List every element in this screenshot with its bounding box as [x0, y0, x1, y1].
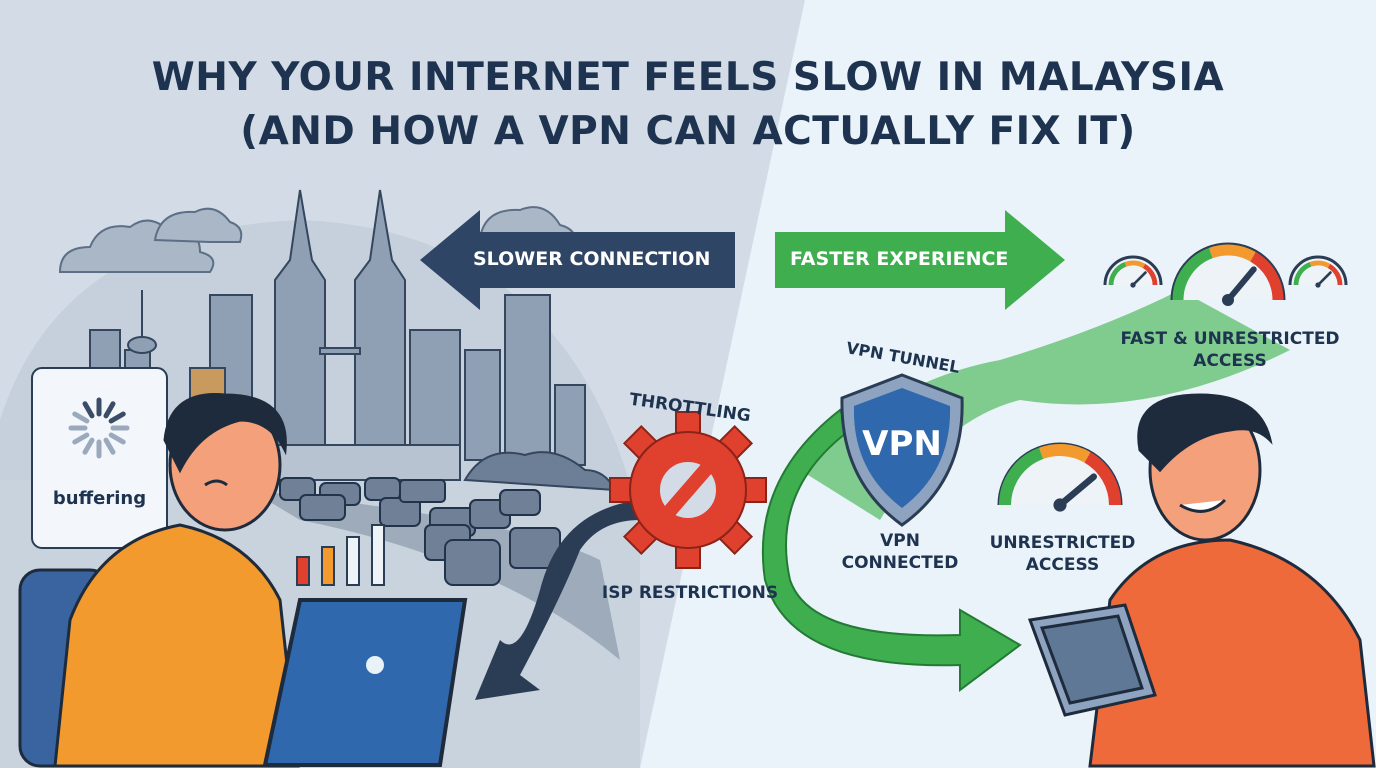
shield-vpn-text: VPN: [862, 424, 942, 464]
slower-connection-label: SLOWER CONNECTION: [473, 248, 711, 270]
slow-path-arrow: [475, 500, 640, 700]
unrestricted-access-label: UNRESTRICTED ACCESS: [975, 532, 1150, 576]
loading-spinner-icon: [68, 397, 130, 459]
gauge-segment: [1142, 263, 1158, 286]
speedometer-icon: [997, 442, 1123, 512]
isp-restrictions-label: ISP RESTRICTIONS: [601, 583, 779, 603]
speedometer-icon: [1103, 255, 1163, 288]
gauge-segment: [1327, 263, 1343, 286]
unrestricted-line2: ACCESS: [1025, 555, 1100, 575]
gauge-segment: [1124, 260, 1146, 269]
spinner-segment: [108, 432, 126, 445]
gauge-segment: [1039, 443, 1091, 463]
vpn-connected-label: VPN CONNECTED: [830, 530, 970, 574]
frustrated-user: [18, 393, 300, 768]
spinner-segment: [72, 432, 90, 445]
traffic-cars: [279, 477, 561, 586]
gauge-needle: [1225, 266, 1257, 303]
gauge-hub: [1053, 498, 1067, 512]
gauge-segment: [1293, 262, 1312, 286]
gauge-segment: [998, 447, 1044, 506]
spinner-segment: [103, 401, 116, 419]
vpn-connected-line2: CONNECTED: [841, 553, 959, 573]
spinner-segment: [103, 437, 116, 455]
signal-bars-icon: [296, 524, 385, 586]
vpn-return-arrow: [761, 408, 1022, 692]
buffering-label: buffering: [52, 488, 147, 509]
gauge-needle: [1056, 473, 1098, 509]
page-title-line1: WHY YOUR INTERNET FEELS SLOW IN MALAYSIA: [151, 55, 1225, 100]
gauge-segment: [1250, 251, 1284, 301]
gauge-face: [1103, 255, 1163, 286]
fast-access-line1: FAST & UNRESTRICTED: [1120, 329, 1340, 349]
page-title-line2: (AND HOW A VPN CAN ACTUALLY FIX IT): [240, 109, 1136, 154]
fast-access-line2: ACCESS: [1193, 351, 1267, 371]
speedometer-icon: [1288, 255, 1348, 288]
spinner-segment: [82, 401, 95, 419]
vpn-connected-line1: VPN: [880, 531, 920, 551]
faster-experience-arrow[interactable]: [775, 210, 1065, 310]
happy-user: [1027, 393, 1376, 768]
blocked-gear-icon: [609, 411, 767, 569]
gauge-hub: [1222, 294, 1234, 306]
unrestricted-line1: UNRESTRICTED: [989, 533, 1136, 553]
gauge-hub: [1315, 282, 1321, 288]
gauge-needle: [1316, 271, 1332, 287]
spinner-segment: [72, 411, 90, 424]
spinner-segment: [108, 411, 126, 424]
gauge-face: [1288, 255, 1348, 286]
gauge-segment: [1084, 452, 1122, 506]
vpn-tunnel: [800, 290, 1290, 520]
gauge-segment: [1108, 262, 1127, 286]
gauge-hub: [1130, 282, 1136, 288]
laptop: [262, 598, 468, 767]
gauge-segment: [1172, 247, 1214, 301]
spinner-segment: [82, 437, 95, 455]
speedometer-icon: [1170, 242, 1286, 306]
vpn-shield-icon: [840, 373, 964, 527]
fast-access-label: FAST & UNRESTRICTED ACCESS: [1110, 328, 1350, 372]
gauge-needle: [1131, 271, 1147, 287]
faster-experience-label: FASTER EXPERIENCE: [790, 248, 1009, 270]
gauge-segment: [1209, 244, 1256, 262]
gauge-segment: [1309, 260, 1331, 269]
slower-connection-arrow[interactable]: [420, 210, 735, 310]
